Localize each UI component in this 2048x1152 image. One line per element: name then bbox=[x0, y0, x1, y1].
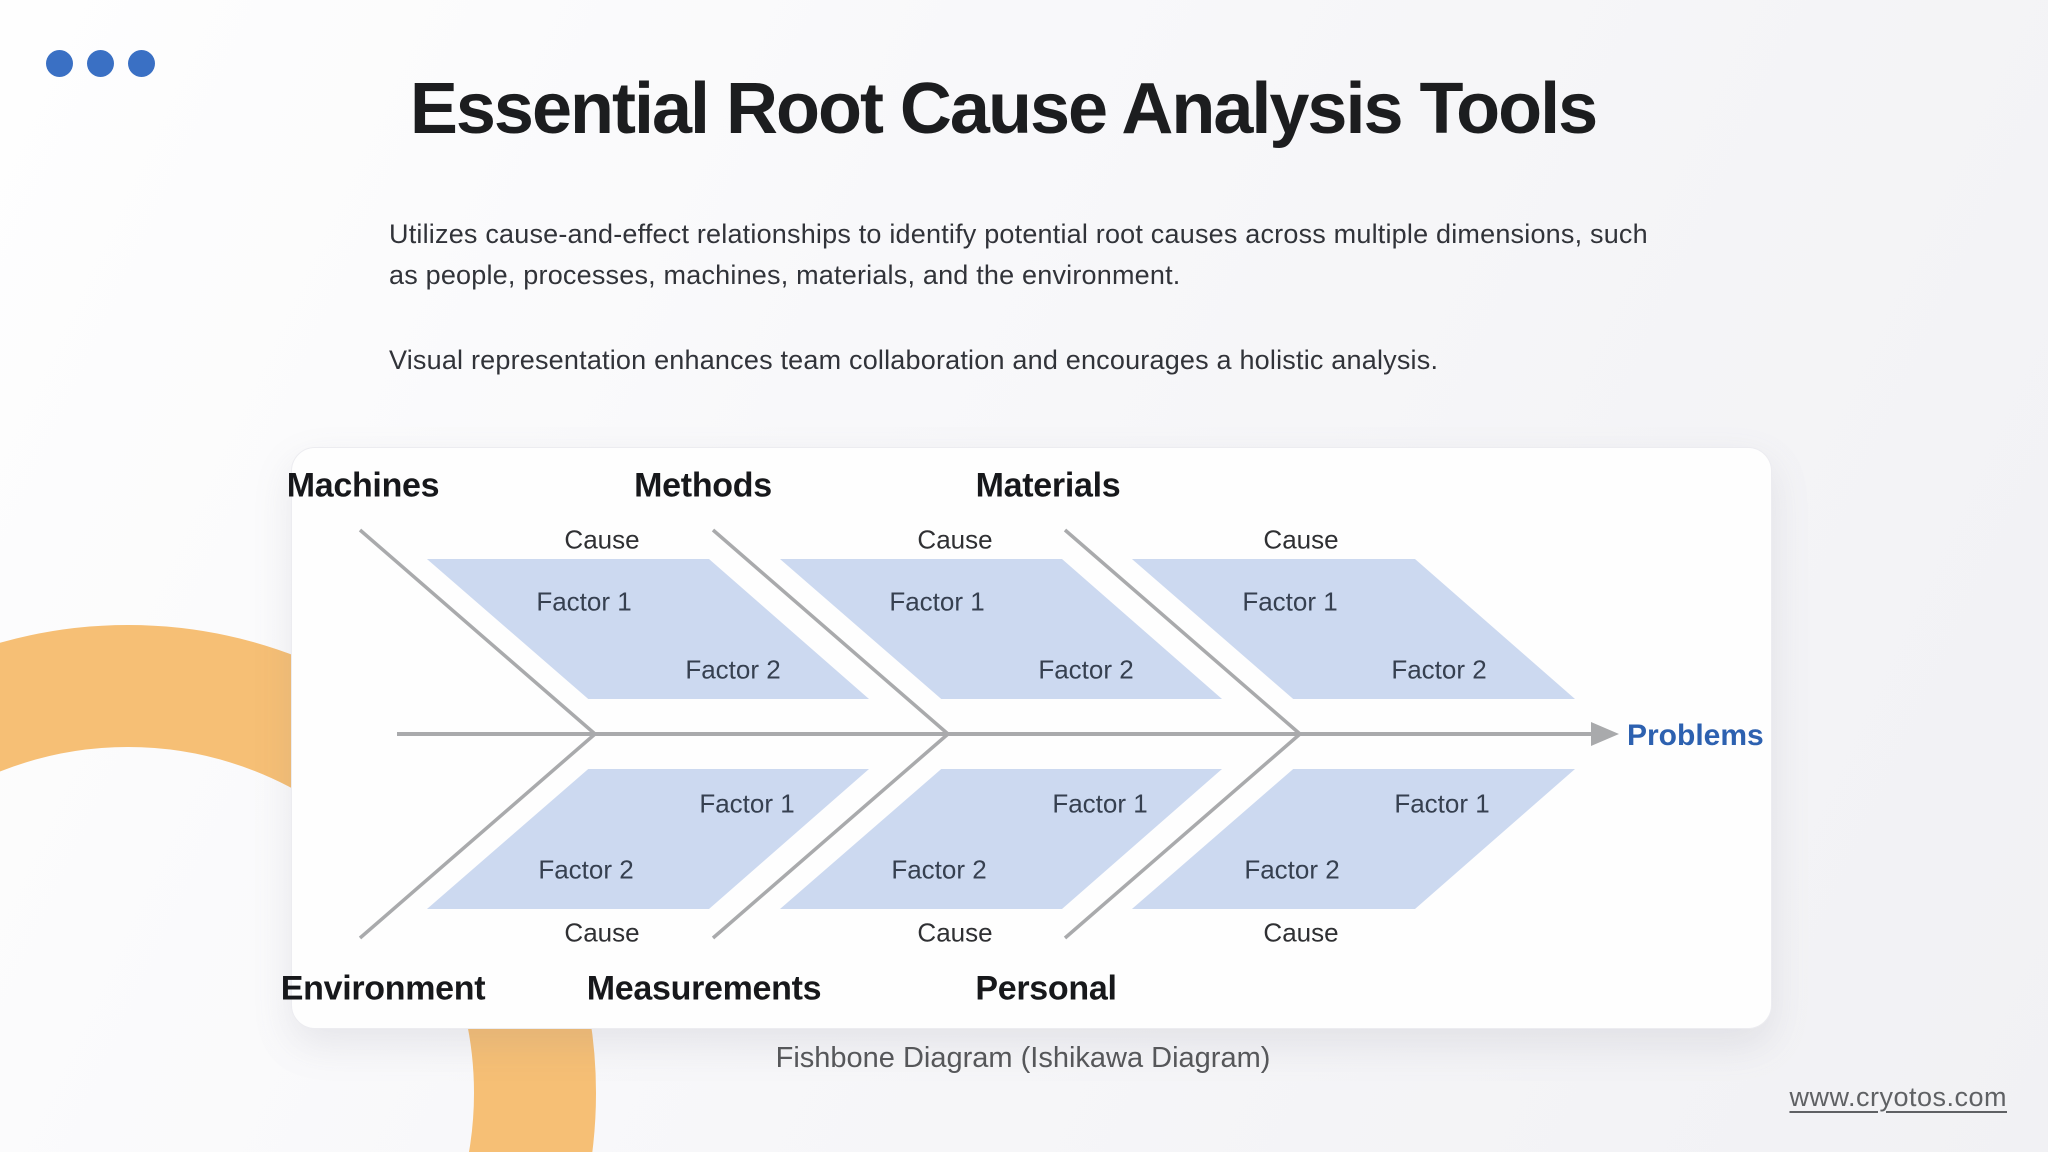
factor-1-label: Factor 1 bbox=[699, 788, 795, 819]
cause-label: Cause bbox=[1263, 917, 1339, 948]
bone-materials bbox=[1063, 528, 1302, 736]
website-link[interactable]: www.cryotos.com bbox=[1789, 1082, 2007, 1112]
accent-dot bbox=[87, 50, 114, 77]
cause-parallelogram bbox=[774, 559, 1222, 699]
diagram-caption: Fishbone Diagram (Ishikawa Diagram) bbox=[775, 1042, 1271, 1074]
intro-paragraph-1: Utilizes cause-and-effect relationships … bbox=[389, 219, 1648, 290]
cause-label: Cause bbox=[1263, 524, 1339, 555]
factor-1-label: Factor 1 bbox=[1394, 788, 1490, 819]
cause-parallelogram bbox=[421, 769, 869, 909]
cause-label: Cause bbox=[917, 917, 993, 948]
accent-dots bbox=[46, 50, 155, 77]
factor-2-label: Factor 2 bbox=[891, 854, 987, 885]
category-machines: Machines bbox=[286, 466, 440, 505]
factor-1-label: Factor 1 bbox=[1242, 586, 1338, 617]
accent-dot bbox=[46, 50, 73, 77]
bone-methods bbox=[711, 528, 950, 736]
spine-arrow-icon bbox=[1591, 722, 1619, 746]
cause-parallelogram bbox=[1127, 559, 1575, 699]
category-materials: Materials bbox=[975, 466, 1121, 505]
accent-dot bbox=[128, 50, 155, 77]
category-environment: Environment bbox=[280, 969, 486, 1008]
factor-1-label: Factor 1 bbox=[889, 586, 985, 617]
factor-2-label: Factor 2 bbox=[1391, 654, 1487, 685]
cause-parallelogram bbox=[421, 559, 869, 699]
bone-lines bbox=[358, 528, 1302, 940]
factor-2-label: Factor 2 bbox=[538, 854, 634, 885]
intro-text: Utilizes cause-and-effect relationships … bbox=[389, 214, 1654, 381]
category-measurements: Measurements bbox=[586, 969, 822, 1008]
category-personal: Personal bbox=[975, 969, 1117, 1008]
factor-1-label: Factor 1 bbox=[536, 586, 632, 617]
intro-paragraph-2: Visual representation enhances team coll… bbox=[389, 345, 1439, 375]
fishbone-skeleton bbox=[345, 513, 1619, 955]
factor-2-label: Factor 2 bbox=[685, 654, 781, 685]
cause-label: Cause bbox=[564, 917, 640, 948]
cause-label: Cause bbox=[917, 524, 993, 555]
factor-1-label: Factor 1 bbox=[1052, 788, 1148, 819]
factor-2-label: Factor 2 bbox=[1244, 854, 1340, 885]
cause-parallelogram bbox=[774, 769, 1222, 909]
page-title: Essential Root Cause Analysis Tools bbox=[409, 69, 1598, 149]
cause-parallelogram bbox=[1127, 769, 1575, 909]
bone-environment bbox=[358, 732, 597, 940]
cause-parallelograms bbox=[421, 559, 1575, 909]
category-methods: Methods bbox=[634, 466, 772, 505]
fishbone-card: Machines Methods Materials Environment M… bbox=[281, 447, 1772, 1029]
cause-label: Cause bbox=[564, 524, 640, 555]
bone-measurements bbox=[711, 732, 950, 940]
bone-machines bbox=[358, 528, 597, 736]
bone-personal bbox=[1063, 732, 1302, 940]
factor-2-label: Factor 2 bbox=[1038, 654, 1134, 685]
effect-label-problems: Problems bbox=[1627, 719, 1764, 752]
